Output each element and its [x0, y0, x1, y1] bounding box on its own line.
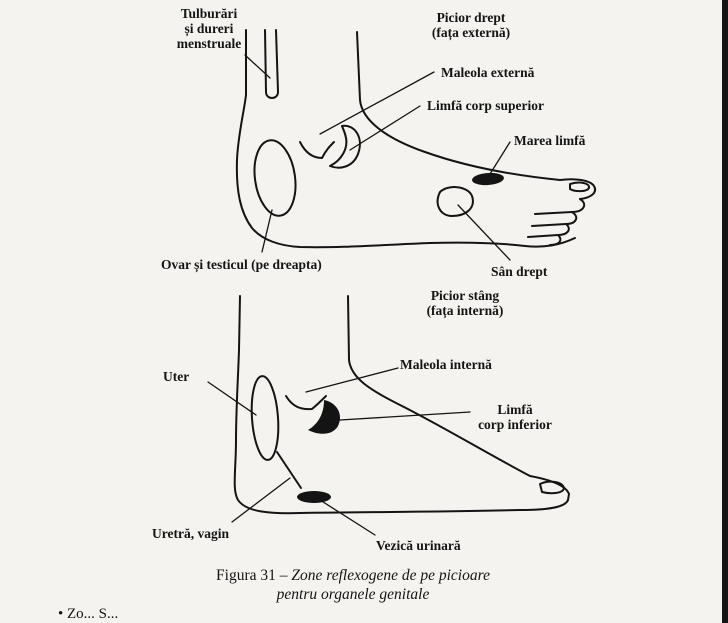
lymph-upper-label: Limfă corp superior [427, 98, 544, 113]
ovary-zone [253, 139, 297, 217]
menstrual-label-line: și dureri [184, 21, 234, 36]
lymph-lower-zone [308, 400, 341, 434]
right-foot-title-line: (fața externă) [431, 25, 511, 40]
right-breast-zone [436, 186, 474, 217]
lymph-upper-zone [329, 124, 361, 169]
menstrual-label-line: menstruale [176, 36, 242, 51]
caption-title-part-2: pentru organele genitale [276, 586, 430, 603]
lymph-lower-label-line: corp inferior [478, 417, 552, 432]
menstrual-zone [264, 29, 279, 99]
lymph-lower-label: Limfă corp inferior [470, 402, 560, 432]
uterus-zone [250, 375, 280, 461]
right-foot-outline [235, 29, 596, 249]
caption-title-part-1: Zone reflexogene de pe picioare [291, 567, 490, 584]
ovary-testicle-label: Ovar și testicul (pe dreapta) [161, 257, 322, 272]
great-lymph-zone [472, 172, 504, 186]
malleolus-internal-label: Maleola internă [400, 357, 492, 372]
uterus-label: Uter [163, 369, 190, 384]
menstrual-label-line: Tulburări [180, 6, 238, 21]
next-paragraph-fragment: • Zo... S... [58, 606, 119, 622]
figure-caption-line-1: Figura 31 – Zone reflexogene de pe picio… [188, 566, 518, 585]
menstrual-label: Tulburări și dureri menstruale [155, 6, 263, 51]
bladder-zone [297, 491, 331, 503]
left-foot-title-line: Picior stâng [430, 288, 500, 303]
left-foot-title-line: (fața internă) [426, 303, 504, 318]
figure-caption: Figura 31 – Zone reflexogene de pe picio… [188, 566, 518, 604]
right-breast-label: Sân drept [491, 264, 548, 279]
right-foot-title-line: Picior drept [436, 10, 506, 25]
figure-number: Figura 31 – [216, 567, 292, 584]
bladder-label: Vezică urinară [376, 538, 461, 553]
page-edge-shadow [722, 0, 728, 623]
malleolus-external-label: Maleola externă [441, 65, 535, 80]
urethra-vagina-label: Uretră, vagin [152, 526, 229, 541]
great-lymph-label: Marea limfă [514, 133, 586, 148]
left-foot-outline [233, 295, 570, 515]
figure-caption-line-2: pentru organele genitale [188, 585, 518, 604]
lymph-lower-label-line: Limfă [497, 402, 533, 417]
left-foot-title: Picior stâng (fața internă) [400, 288, 530, 318]
right-foot-title: Picior drept (fața externă) [402, 10, 540, 40]
